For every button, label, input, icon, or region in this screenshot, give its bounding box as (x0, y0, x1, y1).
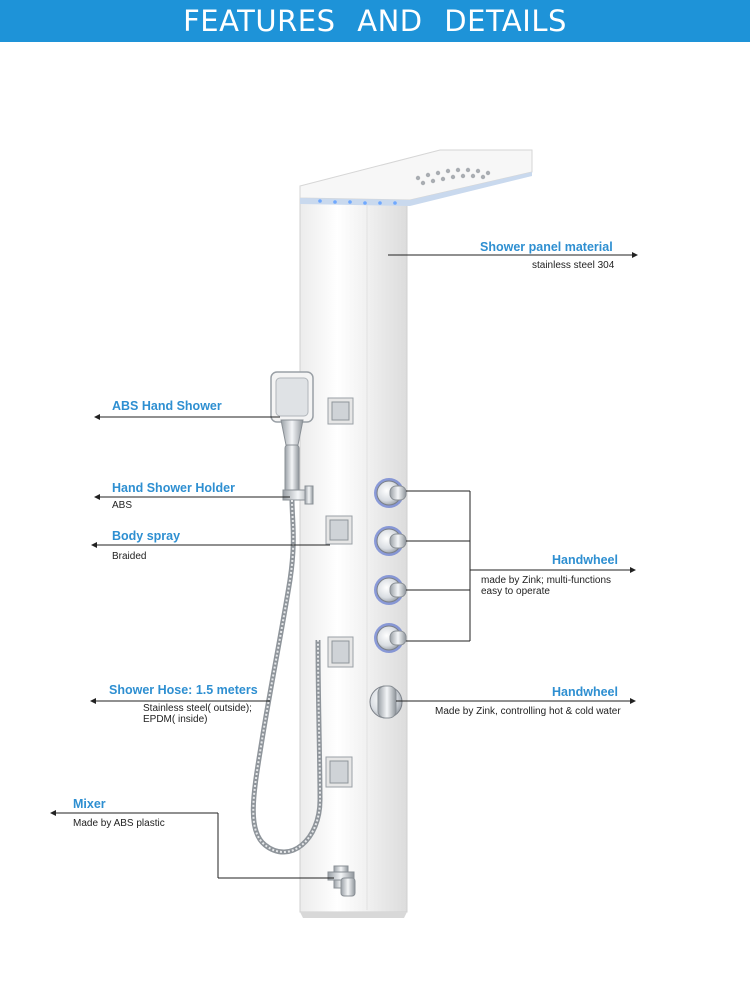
hand-shower-title: ABS Hand Shower (112, 399, 222, 413)
handwheel-1-title: Handwheel (552, 553, 618, 567)
mixer-spout (327, 865, 356, 897)
page-title: FEATURES AND DETAILS (183, 4, 567, 38)
leader-lines (56, 254, 632, 879)
handwheel-2-title: Handwheel (552, 685, 618, 699)
handwheel-1-desc-line2: easy to operate (481, 586, 550, 597)
hand-shower-icon (270, 371, 314, 505)
header-banner: FEATURES AND DETAILS (0, 0, 750, 42)
hose-desc-line1: Stainless steel( outside); (143, 703, 252, 714)
holder-title: Hand Shower Holder (112, 481, 235, 495)
handwheel-knobs (369, 478, 407, 719)
shower-panel-icon (299, 149, 533, 918)
hose-desc-line2: EPDM( inside) (143, 714, 208, 725)
led-strip (318, 199, 397, 205)
holder-desc: ABS (112, 500, 133, 511)
handwheel-1-desc-line1: made by Zink; multi-functions (481, 575, 612, 586)
rain-nozzles (415, 167, 491, 186)
panel-material-desc: stainless steel 304 (532, 260, 615, 271)
hose-title: Shower Hose: 1.5 meters (109, 683, 258, 697)
leader-arrows (50, 252, 638, 816)
body-spray-jets (325, 397, 354, 788)
handwheel-2-desc: Made by Zink, controlling hot & cold wat… (435, 706, 621, 717)
mixer-title: Mixer (73, 797, 106, 811)
panel-material-title: Shower panel material (480, 240, 613, 254)
body-spray-desc: Braided (112, 551, 147, 562)
mixer-desc: Made by ABS plastic (73, 818, 165, 829)
body-spray-title: Body spray (112, 529, 181, 543)
